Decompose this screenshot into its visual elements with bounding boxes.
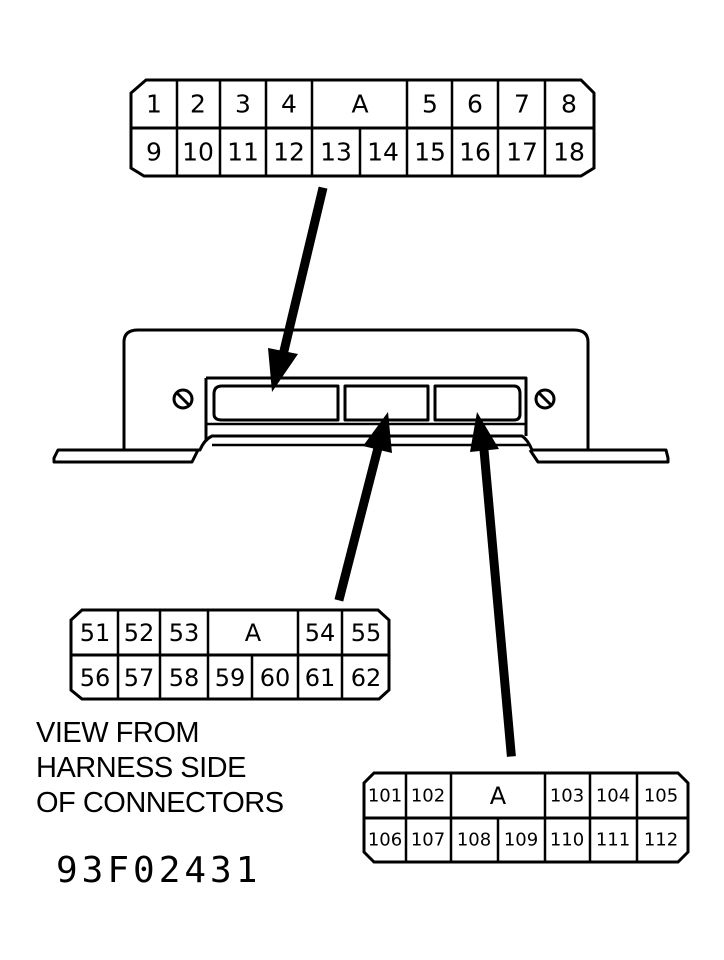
pin-label-a: A [245, 619, 262, 647]
pin-label: 18 [553, 138, 585, 167]
connector-recess [206, 376, 528, 436]
pin-label: 102 [411, 786, 445, 807]
pin-label-a: A [490, 782, 507, 810]
pin-label: 54 [305, 619, 336, 647]
caption-line: OF CONNECTORS [36, 787, 284, 819]
pin-label: 52 [124, 619, 155, 647]
screw-left-icon [172, 388, 194, 410]
pin-label: 7 [514, 90, 530, 119]
arrow-to-right-socket [470, 412, 516, 757]
pin-label: 53 [169, 619, 200, 647]
pin-label: 9 [146, 138, 162, 167]
pin-label: 111 [596, 830, 630, 851]
pin-label: 3 [235, 90, 251, 119]
pin-label: 112 [644, 830, 678, 851]
connector-bottom-outline [362, 771, 690, 864]
pin-label: 62 [351, 664, 382, 692]
pin-label: 59 [215, 664, 246, 692]
pin-label-a: A [351, 90, 368, 119]
pin-label: 107 [411, 830, 445, 851]
pin-label: 6 [467, 90, 483, 119]
connector-middle [69, 608, 391, 701]
pin-label: 8 [561, 90, 577, 119]
pin-label: 109 [504, 830, 538, 851]
pin-label: 2 [190, 90, 206, 119]
pin-label: 61 [305, 664, 336, 692]
pin-label: 15 [414, 138, 446, 167]
pin-label: 55 [351, 619, 382, 647]
pin-label: 106 [368, 830, 402, 851]
connector-bottom [362, 771, 690, 864]
pin-label: 60 [260, 664, 291, 692]
caption-line: HARNESS SIDE [36, 752, 246, 784]
pin-label: 103 [550, 786, 584, 807]
right-mounting-flange [528, 448, 670, 464]
pin-label: 17 [506, 138, 538, 167]
caption-line: VIEW FROM [36, 717, 200, 749]
pin-label: 5 [422, 90, 438, 119]
socket-left [212, 384, 340, 422]
pin-label: 10 [182, 138, 214, 167]
connector-top [129, 78, 596, 178]
pin-label: 14 [367, 138, 399, 167]
pin-label: 1 [146, 90, 162, 119]
screw-right-icon [534, 388, 556, 410]
ecu-body [122, 328, 590, 452]
pin-label: 12 [273, 138, 305, 167]
socket-right [433, 384, 522, 422]
ecu-housing [52, 328, 670, 464]
pin-label: 110 [550, 830, 584, 851]
figure-code: 93F02431 [56, 850, 262, 891]
connector-middle-outline [69, 608, 391, 701]
socket-middle [343, 384, 430, 422]
pin-label: 13 [320, 138, 352, 167]
arrow-to-left-socket [268, 186, 328, 392]
pin-label: 56 [80, 664, 111, 692]
pin-label: 51 [80, 619, 111, 647]
pin-label: 57 [124, 664, 155, 692]
pin-label: 16 [459, 138, 491, 167]
pin-label: 101 [368, 786, 402, 807]
pin-label: 58 [169, 664, 200, 692]
pin-label: 104 [596, 786, 630, 807]
pin-label: 4 [281, 90, 297, 119]
view-caption: VIEW FROM HARNESS SIDE OF CONNECTORS [36, 716, 284, 821]
pin-label: 108 [457, 830, 491, 851]
left-mounting-flange [52, 448, 200, 464]
pin-label: 11 [227, 138, 259, 167]
arrow-to-middle-socket [334, 412, 392, 602]
connector-top-outline [129, 78, 596, 178]
pin-label: 105 [644, 786, 678, 807]
